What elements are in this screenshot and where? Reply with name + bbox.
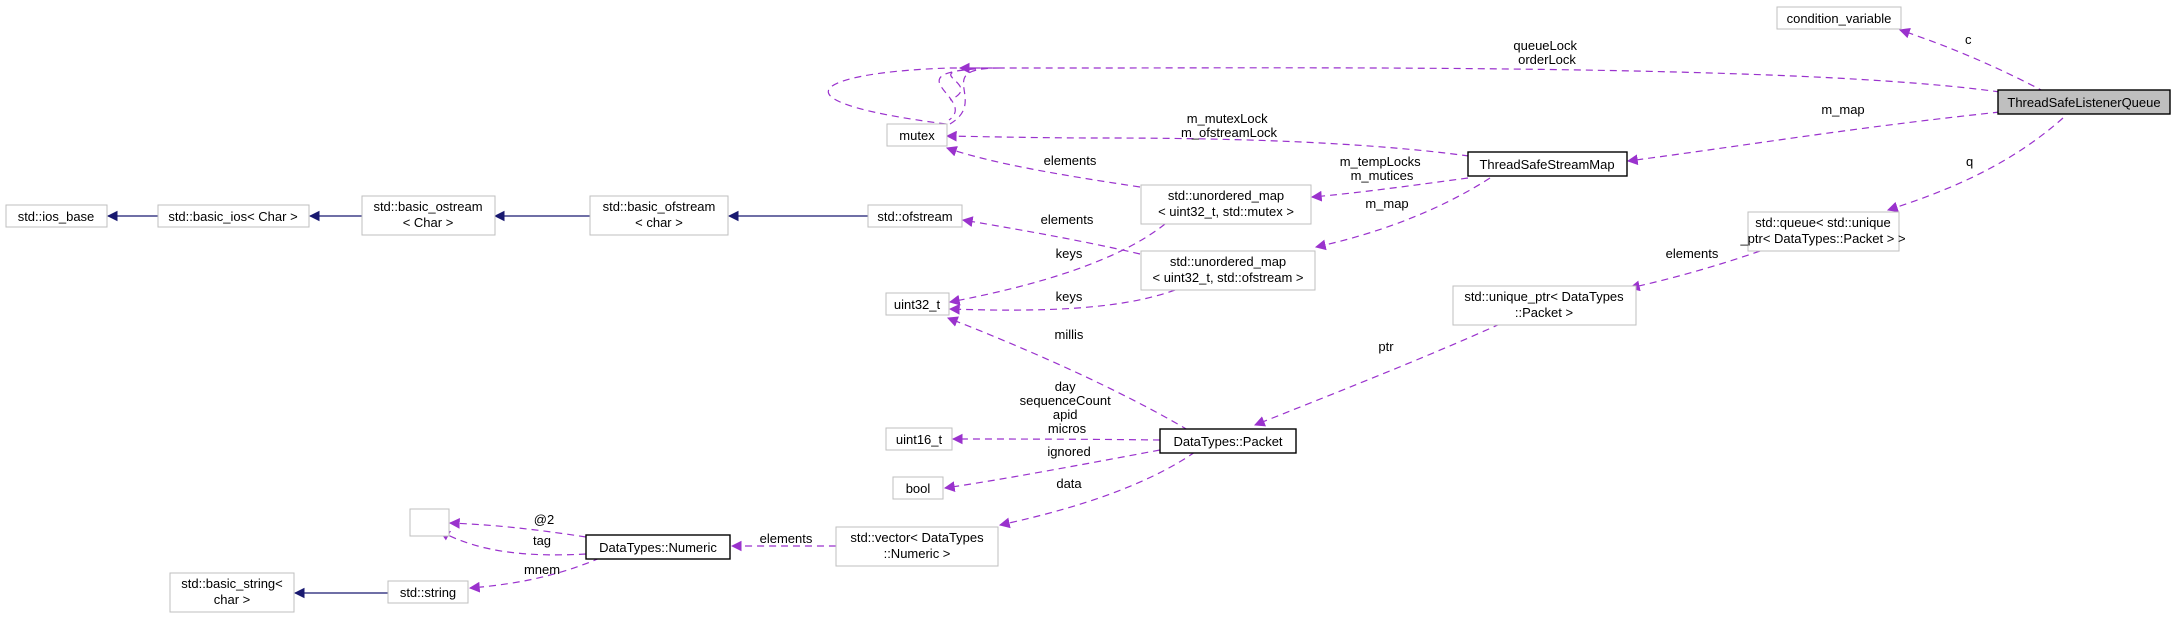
edge-label-m-mutex-lock: m_mutexLock m_ofstreamLock (1181, 111, 1278, 140)
node-condition-variable[interactable]: condition_variable (1776, 6, 1902, 30)
edge-label-m-temp-locks: m_tempLocks m_mutices (1340, 154, 1425, 183)
svg-text:mutex: mutex (899, 128, 935, 143)
edge-umap-ofstream-to-ofstream (961, 216, 1141, 255)
svg-text:::Numeric >: ::Numeric > (884, 546, 951, 561)
svg-text:DataTypes::Numeric: DataTypes::Numeric (599, 540, 717, 555)
svg-text:std::basic_ostream: std::basic_ostream (373, 199, 482, 214)
edge-listener-queue-to-condition-variable (1898, 27, 2046, 93)
node-uint16-t[interactable]: uint16_t (885, 427, 953, 451)
edge-label-data: data (1056, 476, 1082, 491)
edge-label-keys-2: keys (1056, 289, 1083, 304)
svg-text:std::ios_base: std::ios_base (18, 209, 95, 224)
edge-label-queue-lock: queueLock orderLock (1513, 38, 1580, 67)
edge-label-q: q (1966, 154, 1973, 169)
edge-label-packet-fields: day sequenceCount apid micros (1020, 379, 1115, 436)
edge-listener-queue-to-streammap (1626, 111, 2001, 166)
edge-label-m-map-queue: m_map (1821, 102, 1864, 117)
edge-packet-to-uint32 (946, 316, 1189, 431)
node-vector-numeric[interactable]: std::vector< DataTypes ::Numeric > (835, 526, 999, 567)
svg-text:uint16_t: uint16_t (896, 432, 943, 447)
svg-text:ThreadSafeStreamMap: ThreadSafeStreamMap (1479, 157, 1614, 172)
node-queue[interactable]: std::queue< std::unique _ptr< DataTypes:… (1739, 211, 1906, 252)
svg-text:DataTypes::Packet: DataTypes::Packet (1173, 434, 1282, 449)
node-mutex[interactable]: mutex (886, 123, 948, 147)
node-unique-ptr[interactable]: std::unique_ptr< DataTypes ::Packet > (1452, 285, 1637, 326)
node-basic-ios[interactable]: std::basic_ios< Char > (157, 204, 310, 228)
svg-text:char >: char > (214, 592, 251, 607)
edge-label-m-map-streammap: m_map (1365, 196, 1408, 211)
edge-numeric-to-anon-1 (448, 517, 587, 538)
svg-text:< char >: < char > (635, 215, 683, 230)
svg-text:< uint32_t, std::mutex >: < uint32_t, std::mutex > (1158, 204, 1294, 219)
svg-text:std::string: std::string (400, 585, 456, 600)
node-ofstream[interactable]: std::ofstream (867, 204, 963, 228)
edge-streammap-to-umap-ofstream (1314, 177, 1491, 251)
edge-streammap-to-umap-mutex (1310, 177, 1469, 202)
svg-text:std::ofstream: std::ofstream (877, 209, 952, 224)
node-basic-ofstream[interactable]: std::basic_ofstream < char > (589, 195, 729, 236)
edge-umap-mutex-to-uint32 (948, 223, 1166, 306)
svg-text:std::unordered_map: std::unordered_map (1168, 188, 1284, 203)
node-bool[interactable]: bool (892, 476, 944, 500)
node-basic-string[interactable]: std::basic_string< char > (169, 572, 295, 613)
svg-text:_ptr< DataTypes::Packet > >: _ptr< DataTypes::Packet > > (1739, 231, 1905, 246)
svg-text:< uint32_t, std::ofstream >: < uint32_t, std::ofstream > (1152, 270, 1303, 285)
edge-label-elements-mutex: elements (1044, 153, 1097, 168)
node-std-string[interactable]: std::string (387, 580, 469, 604)
node-thread-safe-listener-queue[interactable]: ThreadSafeListenerQueue (1997, 89, 2171, 115)
node-data-types-packet[interactable]: DataTypes::Packet (1159, 428, 1297, 454)
svg-text:std::basic_ofstream: std::basic_ofstream (603, 199, 716, 214)
edge-packet-to-vector (998, 451, 1196, 529)
svg-text:ThreadSafeListenerQueue: ThreadSafeListenerQueue (2007, 95, 2160, 110)
edges (106, 27, 2064, 599)
node-data-types-numeric[interactable]: DataTypes::Numeric (585, 534, 731, 560)
edge-label-millis: millis (1055, 327, 1084, 342)
node-unordered-map-mutex[interactable]: std::unordered_map < uint32_t, std::mute… (1140, 184, 1312, 225)
edge-label-elements-queue: elements (1666, 246, 1719, 261)
svg-text:std::unique_ptr< DataTypes: std::unique_ptr< DataTypes (1464, 289, 1624, 304)
svg-text:bool: bool (906, 481, 931, 496)
edge-listener-queue-to-mutex (827, 68, 2001, 125)
edge-label-c: c (1965, 32, 1972, 47)
edge-label-ptr: ptr (1378, 339, 1394, 354)
node-thread-safe-stream-map[interactable]: ThreadSafeStreamMap (1467, 151, 1628, 177)
edge-label-ignored: ignored (1047, 444, 1090, 459)
svg-text:std::vector< DataTypes: std::vector< DataTypes (850, 530, 984, 545)
node-ios-base[interactable]: std::ios_base (5, 204, 108, 228)
edge-numeric-to-anon-2 (439, 530, 587, 556)
edge-packet-to-uint16 (951, 433, 1161, 445)
edge-label-keys-1: keys (1056, 246, 1083, 261)
nodes: condition_variable ThreadSafeListenerQue… (5, 6, 2171, 613)
svg-text:condition_variable: condition_variable (1787, 11, 1892, 26)
edge-umap-mutex-to-mutex (945, 146, 1141, 188)
svg-text:< Char >: < Char > (403, 215, 454, 230)
svg-text:std::queue< std::unique: std::queue< std::unique (1755, 215, 1891, 230)
svg-text:std::basic_ios< Char >: std::basic_ios< Char > (168, 209, 297, 224)
edge-queue-to-unique-ptr (1628, 250, 1761, 292)
node-anonymous[interactable] (409, 508, 450, 537)
edge-labels: c queueLock orderLock m_map q m_mutexLoc… (524, 32, 1973, 577)
edge-label-elements-vector: elements (760, 531, 813, 546)
edge-unique-ptr-to-packet (1253, 323, 1501, 427)
svg-text:::Packet >: ::Packet > (1515, 305, 1573, 320)
edge-label-elements-ofstream: elements (1041, 212, 1094, 227)
edge-label-at2: @2 (534, 512, 554, 527)
edge-streammap-to-mutex (945, 130, 1470, 157)
edge-numeric-to-string (468, 557, 601, 593)
node-uint32-t[interactable]: uint32_t (885, 292, 950, 316)
edge-umap-ofstream-to-uint32 (948, 289, 1176, 315)
edge-label-mnem: mnem (524, 562, 560, 577)
node-unordered-map-ofstream[interactable]: std::unordered_map < uint32_t, std::ofst… (1140, 250, 1316, 291)
svg-text:uint32_t: uint32_t (894, 297, 941, 312)
edge-packet-to-bool (943, 449, 1161, 492)
node-basic-ostream[interactable]: std::basic_ostream < Char > (361, 195, 496, 236)
svg-text:std::basic_string<: std::basic_string< (181, 576, 283, 591)
edge-listener-queue-to-queue (1886, 117, 2064, 213)
svg-text:std::unordered_map: std::unordered_map (1170, 254, 1286, 269)
edge-label-tag: tag (533, 533, 551, 548)
